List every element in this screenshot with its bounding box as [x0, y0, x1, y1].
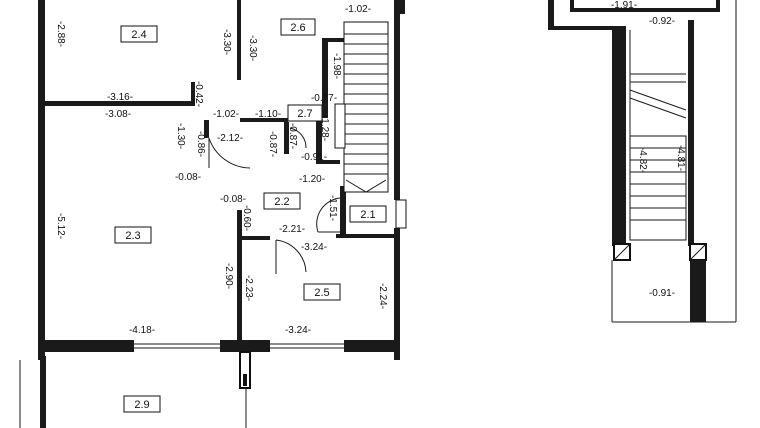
dim-label: -1.10- [255, 109, 281, 120]
dimension-labels: -2.88- -3.30- -3.30- -1.02- -1.98- -3.16… [55, 0, 686, 336]
room-label-2-3: 2.3 [125, 230, 140, 242]
room-label-2-7: 2.7 [297, 108, 312, 120]
dim-label: -0.91- [649, 288, 675, 299]
room-labels: 2.4 2.6 2.7 2.2 2.1 2.3 2.5 2.9 [114, 18, 387, 413]
room-label-2-5: 2.5 [314, 287, 329, 299]
doors [208, 127, 344, 274]
dim-label: -1.30- [175, 123, 186, 149]
room-label-2-1: 2.1 [360, 209, 375, 221]
dim-label: -0.60- [241, 205, 252, 231]
dim-label: -3.24- [285, 325, 311, 336]
dim-label: -4.81- [675, 145, 686, 171]
dim-label: -2.21- [279, 224, 305, 235]
dim-label: -1.02- [345, 4, 371, 15]
dim-label: -4.18- [129, 325, 155, 336]
dim-label: -0.08- [175, 172, 201, 183]
walls [19, 0, 407, 428]
dim-label: -3.24- [301, 242, 327, 253]
dim-label: -1.91- [611, 0, 637, 11]
dim-label: -4.82- [637, 147, 648, 173]
dim-label: -3.08- [105, 109, 131, 120]
dim-label: -0.86- [195, 131, 206, 157]
room-label-2-6: 2.6 [290, 22, 305, 34]
dim-label: -0.87- [267, 131, 278, 157]
dim-label: -0.42- [193, 81, 204, 107]
dim-label: -3.30- [221, 29, 232, 55]
room-label-2-9: 2.9 [134, 399, 149, 411]
dim-label: -3.16- [107, 92, 133, 103]
right-plan [548, 0, 737, 323]
dim-label: -2.24- [377, 283, 388, 309]
dim-label: -1.51- [327, 195, 338, 221]
room-label-2-4: 2.4 [131, 29, 146, 41]
dim-label: -2.23- [243, 275, 254, 301]
dim-label: -2.12- [217, 133, 243, 144]
dim-label: -1.28- [319, 115, 330, 141]
dim-label: -1.02- [213, 109, 239, 120]
dim-label: -2.88- [55, 21, 66, 47]
dim-label: -1.20- [299, 174, 325, 185]
dim-label: -1.98- [331, 53, 342, 79]
dim-label: -0.87- [287, 123, 298, 149]
dim-label: -0.91- [301, 152, 327, 163]
dim-label: -0.08- [220, 194, 246, 205]
room-label-2-2: 2.2 [274, 196, 289, 208]
dim-label: -5.12- [55, 213, 66, 239]
dim-label: -3.30- [247, 35, 258, 61]
staircase [334, 21, 389, 193]
dim-label: -0.17- [311, 93, 337, 104]
dim-label: -0.92- [649, 16, 675, 27]
dim-label: -2.90- [223, 263, 234, 289]
